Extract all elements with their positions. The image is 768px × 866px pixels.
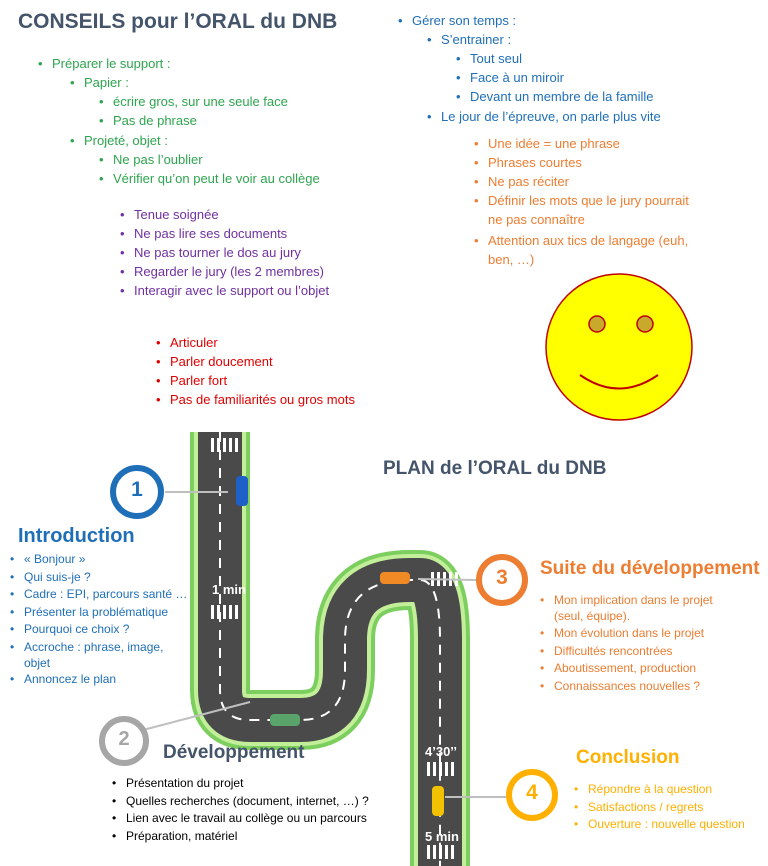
list-item: Quelles recherches (document, internet, … — [112, 793, 369, 811]
list-item: Accroche : phrase, image, — [10, 639, 187, 657]
list-item: Ne pas l’oublier — [99, 150, 320, 169]
list-item: Face à un miroir — [456, 68, 654, 87]
list-item: Mon évolution dans le projet — [540, 625, 704, 643]
smiley-icon — [545, 273, 693, 421]
list-item: Pas de phrase — [99, 111, 288, 130]
plan-title: PLAN de l’ORAL du DNB — [383, 458, 607, 479]
list-item: écrire gros, sur une seule face — [99, 92, 288, 111]
list-item: Présentation du projet — [112, 775, 369, 793]
list-item: Lien avec le travail au collège ou un pa… — [112, 810, 369, 828]
temps-list: Gérer son temps : — [398, 11, 516, 30]
suite-cont: (seul, équipe). — [554, 609, 631, 623]
list-item: Présenter la problématique — [10, 604, 187, 622]
list-item: Pourquoi ce choix ? — [10, 621, 187, 639]
projete-items: Ne pas l’oublier Vérifier qu’on peut le … — [99, 150, 320, 188]
list-item: Cadre : EPI, parcours santé … — [10, 586, 187, 604]
dev-title: Développement — [163, 742, 305, 763]
intro-cont: objet — [24, 656, 51, 670]
jour-list: Le jour de l’épreuve, on parle plus vite — [427, 107, 661, 126]
list-item: Répondre à la question — [574, 781, 745, 799]
orange-list-2: Attention aux tics de langage (euh, — [474, 231, 688, 250]
page-title: CONSEILS pour l’ORAL du DNB — [18, 10, 338, 33]
list-item: Parler doucement — [156, 352, 355, 371]
green-car — [270, 714, 300, 726]
list-item: Ne pas réciter — [474, 172, 689, 191]
list-item: « Bonjour » — [10, 551, 187, 569]
purple-list: Tenue soignée Ne pas lire ses documents … — [120, 205, 329, 300]
step-4-number: 4 — [526, 781, 538, 804]
list-item: Ne pas lire ses documents — [120, 224, 329, 243]
step-1-circle — [110, 465, 164, 519]
list-item: Tenue soignée — [120, 205, 329, 224]
list-item: Annoncez le plan — [10, 671, 116, 689]
list-item: Attention aux tics de langage (euh, — [474, 231, 688, 250]
list-item: Tout seul — [456, 49, 654, 68]
projete-list: Projeté, objet : — [70, 131, 168, 150]
list-item: Phrases courtes — [474, 153, 689, 172]
list-item: Connaissances nouvelles ? — [540, 678, 704, 696]
orange-car — [380, 572, 410, 584]
prep-head: Préparer le support : — [38, 54, 170, 73]
time-label-2: 4’30’’ — [425, 744, 458, 759]
suite-list: Mon implication dans le projet — [540, 592, 713, 610]
intro-title: Introduction — [18, 525, 135, 547]
time-label-3: 5 min — [425, 829, 459, 844]
prep-list: Préparer le support : — [38, 54, 170, 73]
list-item: Satisfactions / regrets — [574, 799, 745, 817]
orange-cont-1: ne pas connaître — [488, 212, 585, 227]
list-item: Mon implication dans le projet — [540, 592, 713, 610]
intro-list: « Bonjour » Qui suis-je ? Cadre : EPI, p… — [10, 551, 187, 657]
suite-title: Suite du développement — [540, 558, 760, 579]
list-item: Aboutissement, production — [540, 660, 704, 678]
intro-list-2: Annoncez le plan — [10, 671, 116, 689]
projete-label: Projeté, objet : — [70, 131, 168, 150]
step-4-circle — [506, 769, 558, 821]
yellow-car — [432, 786, 444, 816]
orange-cont-2: ben, …) — [488, 252, 535, 267]
list-item: Qui suis-je ? — [10, 569, 187, 587]
entrainer-label: S’entrainer : — [427, 30, 511, 49]
list-item: Difficultés rencontrées — [540, 643, 704, 661]
papier-label: Papier : — [70, 73, 129, 92]
step-3-circle — [476, 554, 528, 606]
step-1-number: 1 — [131, 478, 143, 501]
list-item: Ne pas tourner le dos au jury — [120, 243, 329, 262]
concl-list: Répondre à la question Satisfactions / r… — [574, 781, 745, 834]
dev-list: Présentation du projet Quelles recherche… — [112, 775, 369, 846]
list-item: Une idée = une phrase — [474, 134, 689, 153]
blue-car — [236, 476, 248, 506]
list-item: Articuler — [156, 333, 355, 352]
papier-items: écrire gros, sur une seule face Pas de p… — [99, 92, 288, 130]
papier-list: Papier : — [70, 73, 129, 92]
orange-list: Une idée = une phrase Phrases courtes Ne… — [474, 134, 689, 210]
entrainer-list: S’entrainer : — [427, 30, 511, 49]
list-item: Préparation, matériel — [112, 828, 369, 846]
entrainer-items: Tout seul Face à un miroir Devant un mem… — [456, 49, 654, 106]
list-item: Regarder le jury (les 2 membres) — [120, 262, 329, 281]
step-3-number: 3 — [496, 566, 508, 589]
concl-title: Conclusion — [576, 747, 680, 768]
list-item: Parler fort — [156, 371, 355, 390]
list-item: Ouverture : nouvelle question — [574, 816, 745, 834]
list-item: Définir les mots que le jury pourrait — [474, 191, 689, 210]
jour-label: Le jour de l’épreuve, on parle plus vite — [427, 107, 661, 126]
list-item: Vérifier qu’on peut le voir au collège — [99, 169, 320, 188]
time-label-1: 1 min — [212, 582, 246, 597]
list-item: Interagir avec le support ou l’objet — [120, 281, 329, 300]
suite-list-2: Mon évolution dans le projet Difficultés… — [540, 625, 704, 696]
red-list: Articuler Parler doucement Parler fort P… — [156, 333, 355, 409]
step-2-circle — [99, 716, 149, 766]
step-2-number: 2 — [118, 728, 130, 750]
list-item: Devant un membre de la famille — [456, 87, 653, 106]
list-item: Pas de familiarités ou gros mots — [156, 390, 355, 409]
temps-head: Gérer son temps : — [398, 11, 516, 30]
